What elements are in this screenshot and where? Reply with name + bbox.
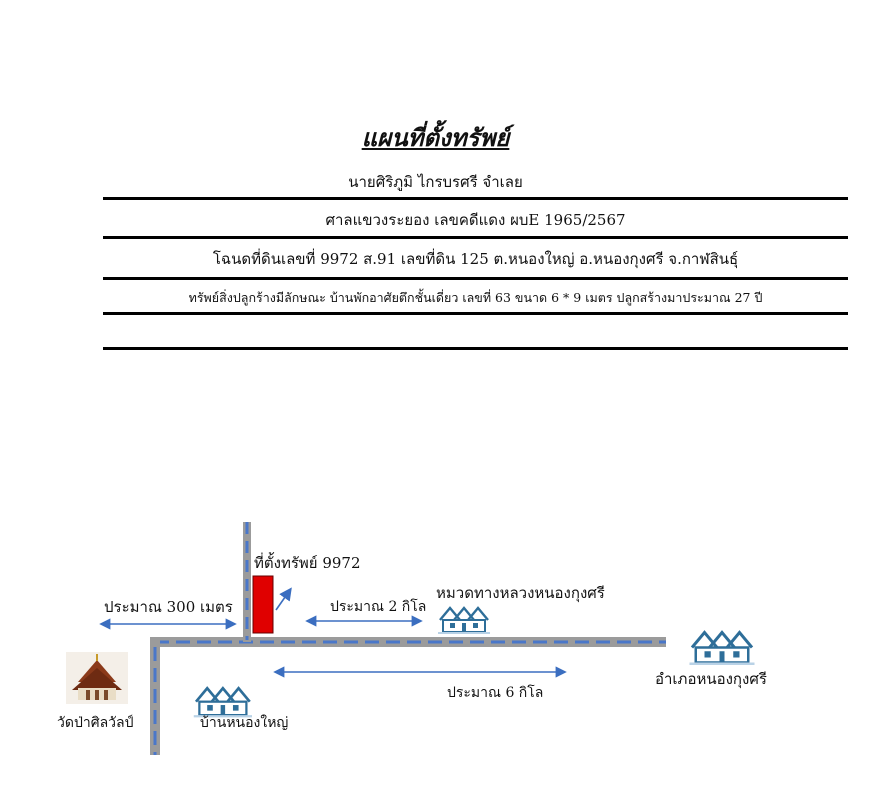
divider: [103, 236, 848, 239]
divider: [103, 277, 848, 280]
distance-300m-label: ประมาณ 300 เมตร: [104, 598, 233, 616]
deed-row: โฉนดที่ดินเลขที่ 9972 ส.91 เลขที่ดิน 125…: [212, 250, 739, 268]
house-icon: [688, 631, 756, 666]
court-row: ศาลแขวงระยอง เลขคดีแดง ผบE 1965/2567: [325, 211, 626, 229]
highway-office-label: หมวดทางหลวงหนองกุงศรี: [436, 584, 605, 602]
divider: [103, 312, 848, 315]
distance-6km-label: ประมาณ 6 กิโล: [447, 685, 544, 701]
location-map: [66, 522, 756, 755]
temple-icon: [66, 652, 128, 704]
owner-line: นายศิริภูมิ ไกรบรศรี จำเลย: [348, 173, 523, 191]
divider: [103, 347, 848, 350]
property-label: ที่ตั้งทรัพย์ 9972: [254, 554, 361, 572]
property-desc-row: ทรัพย์สิ่งปลูกร้างมีลักษณะ บ้านพักอาศัยต…: [188, 290, 763, 305]
divider: [103, 197, 848, 200]
distance-2km-label: ประมาณ 2 กิโล: [330, 599, 427, 615]
main-road: [150, 637, 666, 647]
district-label: อำเภอหนองกุงศรี: [655, 670, 767, 688]
west-road: [150, 637, 160, 755]
temple-label: วัดป่าศิลวัลป์: [57, 715, 134, 731]
arrow-icon: [275, 587, 292, 611]
property-marker: [252, 575, 274, 634]
map-title: แผนที่ตั้งทรัพย์: [361, 123, 510, 152]
side-road: [243, 522, 251, 642]
village-label: บ้านหนองใหญ่: [200, 715, 289, 731]
house-icon: [436, 606, 492, 635]
